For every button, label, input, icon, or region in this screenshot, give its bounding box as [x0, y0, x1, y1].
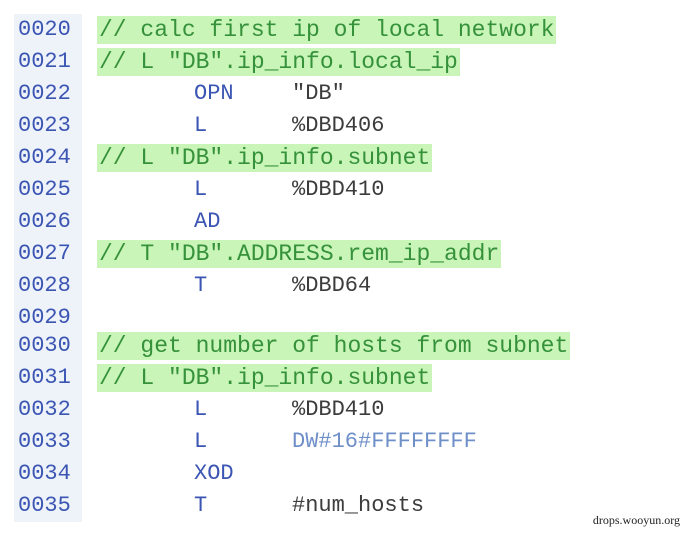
code-line: 0023 L %DBD406: [0, 110, 686, 142]
code-line: 0022 OPN "DB": [0, 78, 686, 110]
line-number: 0024: [14, 142, 82, 174]
instruction-operator: L: [194, 113, 208, 138]
line-number: 0026: [14, 206, 82, 238]
instruction-operator: L: [194, 397, 208, 422]
instruction-operand: #num_hosts: [292, 493, 425, 518]
line-number: 0033: [14, 426, 82, 458]
comment: // L "DB".ip_info.subnet: [97, 364, 433, 392]
comment: // T "DB".ADDRESS.rem_ip_addr: [97, 240, 502, 268]
code-line: 0034 XOD: [0, 458, 686, 490]
line-number: 0025: [14, 174, 82, 206]
instruction-operator: T: [194, 493, 208, 518]
line-number: 0035: [14, 490, 82, 522]
line-number: 0030: [14, 330, 82, 362]
code-line: 0029: [0, 302, 686, 334]
watermark: drops.wooyun.org: [592, 513, 680, 527]
comment: // calc first ip of local network: [97, 16, 557, 44]
comment: // get number of hosts from subnet: [97, 332, 571, 360]
code-line: 0032 L %DBD410: [0, 394, 686, 426]
hex-constant-operand: DW#16#FFFFFFFF: [292, 429, 477, 454]
line-number: 0027: [14, 238, 82, 270]
line-number: 0021: [14, 46, 82, 78]
code-line: 0025 L %DBD410: [0, 174, 686, 206]
line-number: 0020: [14, 14, 82, 46]
line-number: 0034: [14, 458, 82, 490]
instruction-operand: %DBD410: [292, 397, 385, 422]
line-number: 0031: [14, 362, 82, 394]
code-line: 0027 // T "DB".ADDRESS.rem_ip_addr: [0, 238, 686, 270]
code-line: 0033 L DW#16#FFFFFFFF: [0, 426, 686, 458]
code-line: 0024 // L "DB".ip_info.subnet: [0, 142, 686, 174]
instruction-operator: T: [194, 273, 208, 298]
comment: // L "DB".ip_info.local_ip: [97, 48, 460, 76]
code-line: 0020 // calc first ip of local network: [0, 14, 686, 46]
line-number: 0023: [14, 110, 82, 142]
instruction-operator: OPN: [194, 81, 234, 106]
instruction-operand: %DBD410: [292, 177, 385, 202]
line-number: 0032: [14, 394, 82, 426]
line-number: 0029: [14, 302, 82, 334]
instruction-operator: L: [194, 177, 208, 202]
code-line: 0031 // L "DB".ip_info.subnet: [0, 362, 686, 394]
code-line: 0021 // L "DB".ip_info.local_ip: [0, 46, 686, 78]
code-line: 0035 T #num_hosts: [0, 490, 686, 522]
line-number: 0022: [14, 78, 82, 110]
instruction-operator: AD: [194, 209, 221, 234]
line-number: 0028: [14, 270, 82, 302]
code-line: 0026 AD: [0, 206, 686, 238]
instruction-operand: %DBD406: [292, 113, 385, 138]
code-line: 0028 T %DBD64: [0, 270, 686, 302]
instruction-operator: L: [194, 429, 208, 454]
instruction-operand: %DBD64: [292, 273, 372, 298]
code-line: 0030 // get number of hosts from subnet: [0, 330, 686, 362]
instruction-operand: "DB": [292, 81, 345, 106]
comment: // L "DB".ip_info.subnet: [97, 144, 433, 172]
instruction-operator: XOD: [194, 461, 234, 486]
